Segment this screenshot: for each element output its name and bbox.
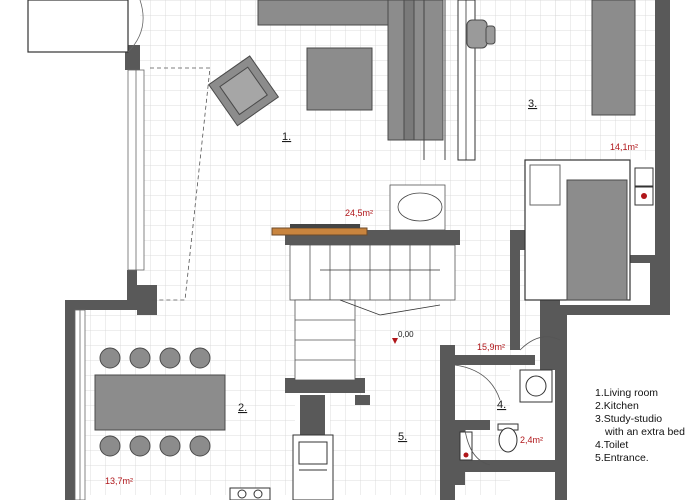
dining-set bbox=[94, 347, 226, 457]
room-area-1: 24,5m² bbox=[345, 208, 373, 218]
door-arcs bbox=[454, 336, 561, 466]
kitchen-counter bbox=[229, 434, 334, 500]
wood-shelf bbox=[271, 227, 368, 236]
room-number-3: 3. bbox=[528, 98, 537, 110]
level-marker-icon bbox=[392, 338, 398, 344]
study-bed bbox=[591, 0, 636, 116]
legend-item: with an extra bed bbox=[605, 426, 685, 438]
windows bbox=[74, 69, 145, 500]
toilet-fixtures bbox=[459, 369, 553, 461]
legend-item: 3.Study-studio bbox=[595, 413, 663, 425]
room-number-2: 2. bbox=[238, 402, 247, 414]
room-area-3: 14,1m² bbox=[610, 142, 638, 152]
room-number-5: 5. bbox=[398, 431, 407, 443]
level-mark: 0,00 bbox=[398, 330, 414, 339]
room-area-2: 13,7m² bbox=[105, 476, 133, 486]
room-area-5: 15,9m² bbox=[477, 342, 505, 352]
legend-item: 2.Kitchen bbox=[595, 400, 639, 412]
corner-sofa bbox=[257, 0, 444, 141]
armchair bbox=[208, 55, 280, 127]
room-area-4: 2,4m² bbox=[520, 435, 543, 445]
legend-item: 1.Living room bbox=[595, 387, 659, 399]
shelf-top bbox=[290, 224, 360, 228]
room-legend: 1.Living room 2.Kitchen 3.Study-studio w… bbox=[595, 387, 685, 465]
room-number-4: 4. bbox=[497, 399, 506, 411]
study-desk bbox=[457, 0, 496, 161]
patio-door-sweep bbox=[150, 67, 211, 301]
balcony bbox=[27, 0, 144, 53]
legend-item: 5.Entrance. bbox=[595, 452, 649, 464]
wardrobe bbox=[524, 159, 654, 301]
room-number-1: 1. bbox=[282, 131, 291, 143]
coffee-table bbox=[306, 47, 373, 111]
staircase bbox=[289, 184, 456, 381]
legend-item: 4.Toilet bbox=[595, 439, 629, 451]
